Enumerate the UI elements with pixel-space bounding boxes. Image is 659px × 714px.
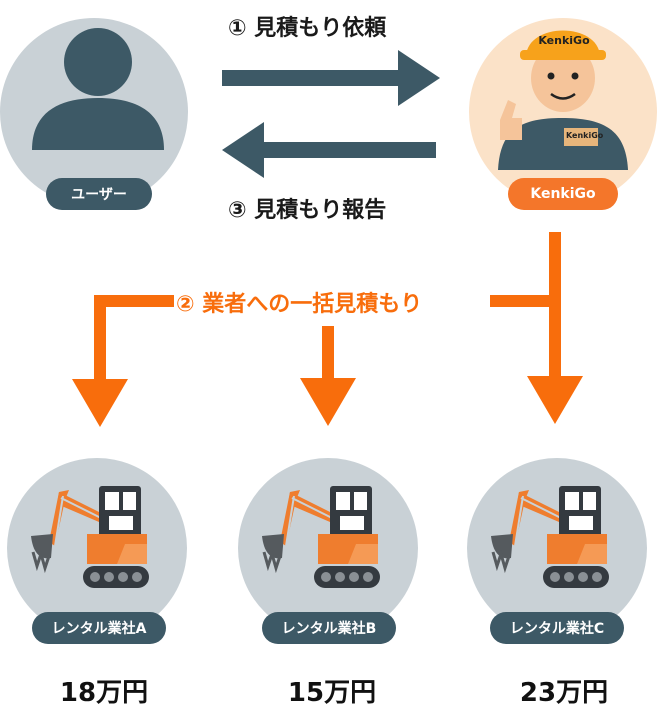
company-a-node (7, 458, 187, 638)
company-b-node (238, 458, 418, 638)
company-c-node (467, 458, 647, 638)
user-head-icon (64, 28, 132, 96)
helmet-icon (526, 30, 600, 56)
company-b-label: レンタル業社B (262, 612, 396, 644)
user-body-icon (32, 98, 164, 150)
company-a-label: レンタル業社A (32, 612, 166, 644)
company-b-price: 15万円 (287, 678, 377, 708)
request-arrow (222, 50, 440, 106)
user-label: ユーザー (46, 178, 152, 210)
kenkigo-node (469, 18, 657, 206)
company-c-price: 23万円 (519, 678, 609, 708)
worker-face-icon (531, 44, 595, 112)
user-node (0, 18, 188, 206)
helmet-text: KenkiGo (538, 34, 590, 47)
request-label: ① 見積もり依頼 (228, 16, 387, 41)
company-a-price: 18万円 (59, 678, 149, 708)
report-arrow (222, 122, 436, 178)
thumbs-up-icon (500, 100, 522, 140)
report-label: ③ 見積もり報告 (228, 198, 387, 223)
badge-text: KenkiGo (566, 131, 604, 140)
company-c-label: レンタル業社C (490, 612, 624, 644)
kenkigo-label: KenkiGo (508, 178, 618, 210)
bulk-flow-lines (72, 232, 583, 427)
bulk-label: ② 業者への一括見積もり (176, 292, 423, 317)
